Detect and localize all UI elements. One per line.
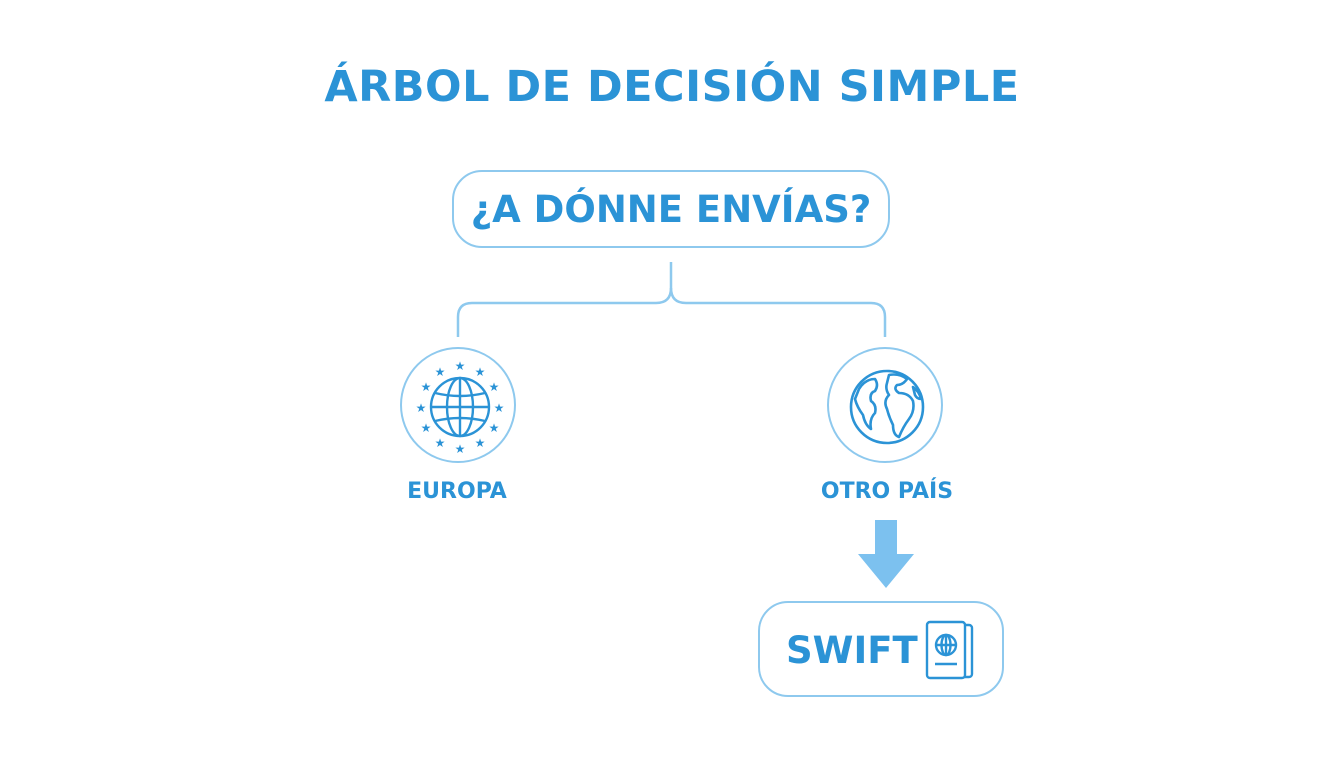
- svg-text:★: ★: [421, 380, 432, 394]
- swift-label: SWIFT: [786, 629, 918, 672]
- europa-node: ★ ★ ★ ★ ★ ★ ★ ★ ★ ★ ★ ★: [400, 347, 516, 463]
- branch-label-europa: EUROPA: [407, 479, 507, 504]
- otro-pais-node: [827, 347, 943, 463]
- diagram-title: ÁRBOL DE DECISIÓN SIMPLE: [324, 62, 1020, 112]
- question-node: ¿A DÓNNE ENVÍAS?: [452, 170, 890, 248]
- svg-text:★: ★: [435, 436, 446, 450]
- svg-text:★: ★: [489, 421, 500, 435]
- world-globe-icon: [849, 369, 925, 445]
- svg-text:★: ★: [416, 401, 427, 415]
- svg-text:★: ★: [475, 436, 486, 450]
- svg-text:★: ★: [489, 380, 500, 394]
- branch-connector-line: [456, 262, 673, 337]
- swift-result-node: SWIFT: [758, 601, 1004, 697]
- svg-text:★: ★: [475, 365, 486, 379]
- branch-label-otro-pais: OTRO PAÍS: [820, 479, 954, 504]
- svg-text:★: ★: [455, 442, 466, 456]
- svg-text:★: ★: [421, 421, 432, 435]
- svg-text:★: ★: [435, 365, 446, 379]
- svg-text:★: ★: [455, 359, 466, 373]
- branch-connector-line: [669, 287, 887, 337]
- eu-globe-icon: ★ ★ ★ ★ ★ ★ ★ ★ ★ ★ ★ ★: [416, 359, 505, 456]
- svg-text:★: ★: [494, 401, 505, 415]
- passport-icon: [925, 620, 974, 680]
- down-arrow: [858, 520, 914, 588]
